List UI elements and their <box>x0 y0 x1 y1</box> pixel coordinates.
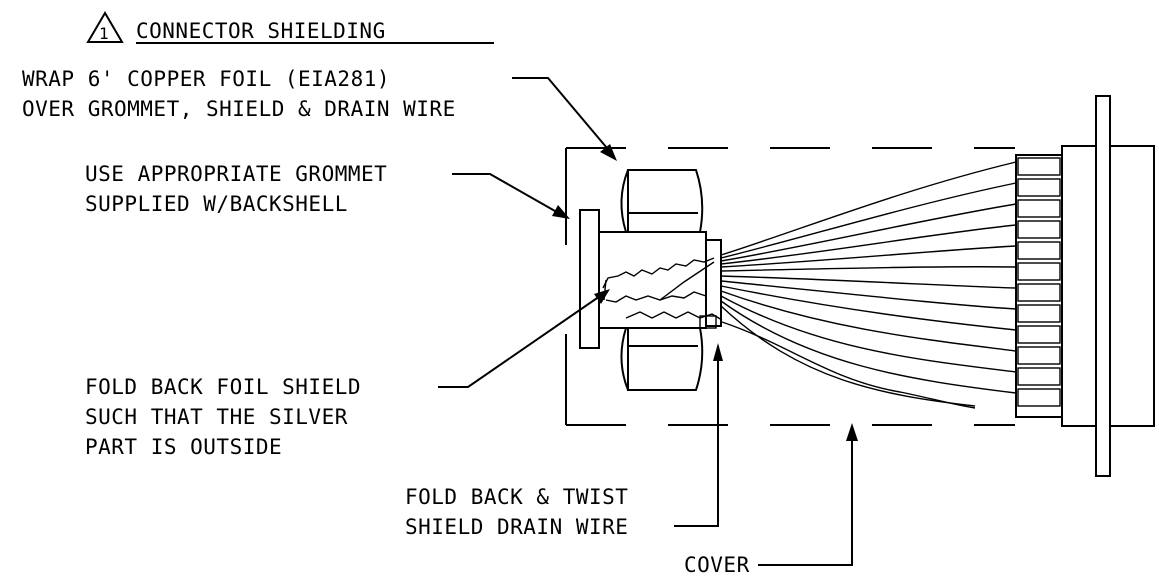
connector-pins <box>1017 157 1061 407</box>
callout-grommet: USE APPROPRIATE GROMMET SUPPLIED W/BACKS… <box>85 162 387 216</box>
callout-drain-wire-line1: FOLD BACK & TWIST <box>405 485 628 509</box>
backshell-flange <box>579 209 600 349</box>
callout-cover-line1: COVER <box>684 553 750 577</box>
leader-wrap-foil <box>512 77 617 161</box>
callout-drain-wire: FOLD BACK & TWIST SHIELD DRAIN WIRE <box>405 485 628 539</box>
leader-fold-foil <box>438 289 610 388</box>
leader-drain-wire <box>674 343 723 527</box>
connector-block <box>1015 95 1155 477</box>
callout-cover: COVER <box>684 553 750 577</box>
connector-mounting-flange <box>1095 95 1111 477</box>
callout-wrap-foil-line2: OVER GROMMET, SHIELD & DRAIN WIRE <box>22 97 456 121</box>
connector-housing <box>1015 154 1063 418</box>
arrowhead-icon <box>600 144 617 161</box>
backshell <box>579 169 723 391</box>
callout-wrap-foil: WRAP 6' COPPER FOIL (EIA281) OVER GROMME… <box>22 67 456 121</box>
callout-drain-wire-line2: SHIELD DRAIN WIRE <box>405 515 628 539</box>
title-block: 1 CONNECTOR SHIELDING <box>86 11 494 44</box>
backshell-neck <box>705 239 722 327</box>
connector-mating-body <box>1110 145 1155 427</box>
revision-marker: 1 <box>99 24 109 43</box>
callout-wrap-foil-line1: WRAP 6' COPPER FOIL (EIA281) <box>22 67 390 91</box>
diagram-title: CONNECTOR SHIELDING <box>136 19 386 43</box>
leader-cover <box>758 423 858 566</box>
arrowhead-icon <box>846 423 858 441</box>
arrowhead-icon <box>552 205 570 219</box>
callout-fold-foil-line1: FOLD BACK FOIL SHIELD <box>85 375 361 399</box>
callout-grommet-line1: USE APPROPRIATE GROMMET <box>85 162 387 186</box>
leader-grommet <box>452 173 570 219</box>
grommet-bottom <box>620 327 704 391</box>
foil-shield-cutaway <box>602 257 723 329</box>
callout-fold-foil-line3: PART IS OUTSIDE <box>85 435 282 459</box>
callout-grommet-line2: SUPPLIED W/BACKSHELL <box>85 192 348 216</box>
arrowhead-icon <box>713 343 723 361</box>
callout-fold-foil-line2: SUCH THAT THE SILVER <box>85 405 348 429</box>
cover-outline <box>565 147 1015 426</box>
wire-bundle <box>720 161 1017 409</box>
revision-triangle-icon: 1 <box>86 11 124 43</box>
connector-shell <box>1061 145 1097 427</box>
callout-fold-foil: FOLD BACK FOIL SHIELD SUCH THAT THE SILV… <box>85 375 361 459</box>
arrowhead-icon <box>594 289 610 304</box>
grommet-top <box>620 169 704 233</box>
